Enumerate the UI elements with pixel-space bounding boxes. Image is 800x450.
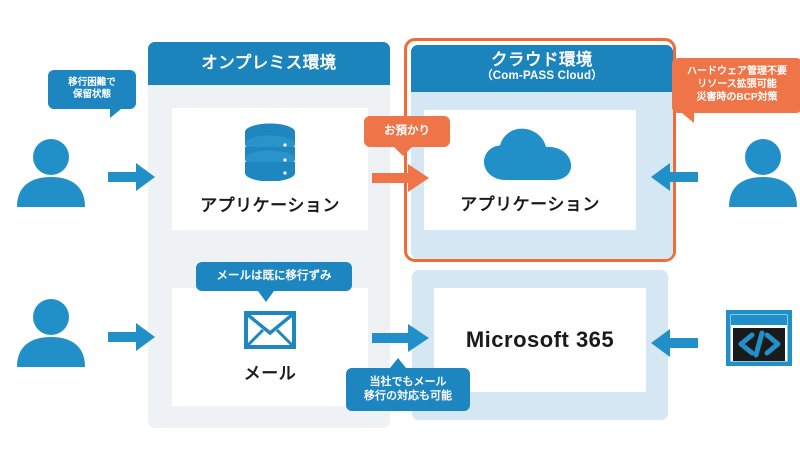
callout-cloud-benefits: ハードウェア管理不要 リソース拡張可能 災害時のBCP対策 [672, 58, 800, 124]
cloud-panel-header: クラウド環境 （Com-PASS Cloud） [411, 45, 673, 92]
person-icon [729, 139, 797, 207]
onpremise-panel-header: オンプレミス環境 [148, 42, 390, 85]
envelope-icon [244, 310, 296, 349]
cloud-panel-title: クラウド環境 [491, 51, 593, 70]
onpremise-mail-label: メール [243, 363, 297, 383]
callout-mail-migration-support: 当社でもメール 移行の対応も可能 [346, 357, 470, 412]
code-window-icon [726, 310, 792, 366]
callout-custody: お預かり [364, 116, 450, 156]
onpremise-panel-title: オンプレミス環境 [201, 53, 337, 72]
arrow-onpremise-to-cloud-icon [372, 164, 429, 192]
callout-mail-already-migrated: メールは既に移行ずみ [196, 262, 352, 302]
cloud-icon [484, 128, 572, 180]
onpremise-mail-card: メール [172, 288, 368, 406]
callout-mail-migration-support-text: 当社でもメール 移行の対応も可能 [364, 376, 452, 403]
database-icon [245, 123, 295, 181]
onpremise-application-label: アプリケーション [200, 195, 340, 215]
onpremise-application-card: アプリケーション [172, 108, 368, 230]
callout-custody-text: お預かり [384, 125, 430, 137]
arrow-developer-to-m365-icon [651, 329, 698, 357]
callout-migration-difficult-text: 移行困難で 保留状態 [68, 77, 116, 101]
arrow-user-to-cloud-app-icon [651, 163, 698, 191]
person-icon [17, 139, 85, 207]
m365-label: Microsoft 365 [465, 327, 615, 352]
callout-cloud-benefits-text: ハードウェア管理不要 リソース拡張可能 災害時のBCP対策 [687, 66, 787, 103]
arrow-mail-to-m365-icon [372, 324, 429, 352]
cloud-panel-subtitle: （Com-PASS Cloud） [481, 70, 603, 83]
callout-mail-already-migrated-text: メールは既に移行ずみ [216, 270, 332, 282]
cloud-application-card: アプリケーション [424, 110, 636, 230]
person-icon [17, 299, 85, 367]
arrow-user-to-onpremise-mail-icon [108, 323, 155, 351]
arrow-user-to-onpremise-app-icon [108, 163, 155, 191]
callout-migration-difficult: 移行困難で 保留状態 [48, 70, 136, 119]
cloud-application-label: アプリケーション [460, 194, 600, 214]
